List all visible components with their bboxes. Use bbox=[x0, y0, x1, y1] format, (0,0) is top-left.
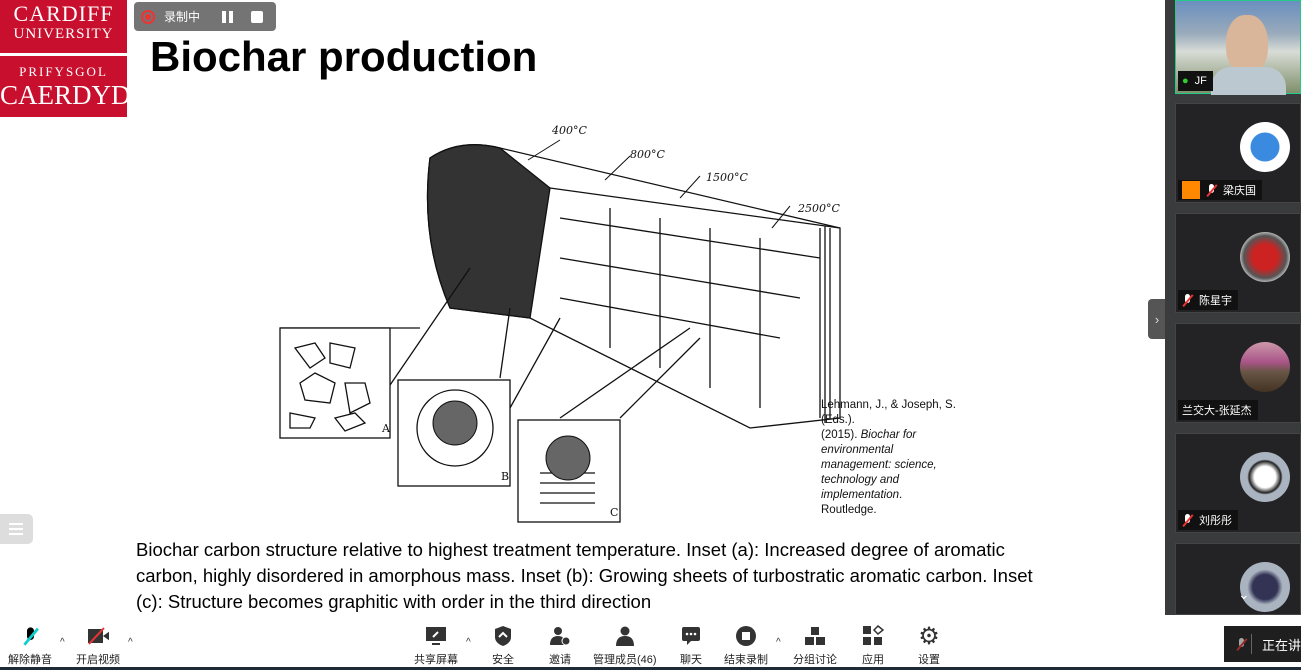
stop-recording-button[interactable] bbox=[251, 10, 264, 23]
participant-name: 兰交大-张延杰 bbox=[1182, 405, 1252, 417]
chat-button[interactable]: 聊天 bbox=[680, 625, 702, 667]
label-400c: 400°C bbox=[551, 124, 587, 137]
video-tile[interactable]: 兰交大-张延杰 bbox=[1175, 323, 1301, 423]
shield-icon bbox=[492, 625, 514, 647]
figure-caption: Biochar carbon structure relative to hig… bbox=[136, 539, 1033, 612]
breakout-button[interactable]: 分组讨论 bbox=[793, 625, 837, 667]
logo-text: CAERDYDD bbox=[0, 80, 151, 110]
security-button[interactable]: 安全 bbox=[492, 625, 514, 667]
host-icon bbox=[1182, 181, 1200, 199]
citation: Lehmann, J., & Joseph, S. (Eds.). (2015)… bbox=[821, 399, 956, 516]
meeting-toolbar: 解除静音 ^ 开启视频 ^ 共享屏幕 ^ 安全 邀请 管理成员(46) 聊天 结… bbox=[0, 615, 1301, 667]
shared-slide: CARDIFF UNIVERSITY PRIFYSGOL CAERDYDD 录制… bbox=[0, 0, 1033, 612]
mic-muted-icon bbox=[1182, 513, 1193, 527]
breakout-icon bbox=[804, 625, 826, 647]
avatar bbox=[1240, 342, 1290, 392]
prifysgol-logo: PRIFYSGOL CAERDYDD bbox=[0, 56, 151, 117]
list-toggle-button[interactable] bbox=[0, 514, 33, 544]
label-2500c: 2500°C bbox=[797, 202, 840, 215]
start-video-label: 开启视频 bbox=[76, 654, 120, 666]
participant-name: 梁庆国 bbox=[1223, 185, 1256, 197]
unmute-button[interactable]: 解除静音 bbox=[8, 625, 52, 667]
end-recording-button[interactable]: 结束录制 bbox=[724, 625, 768, 667]
share-screen-icon bbox=[425, 625, 447, 647]
participant-name-tag: 刘彤彤 bbox=[1178, 510, 1238, 530]
video-tile[interactable]: 陈星宇 bbox=[1175, 213, 1301, 313]
mic-muted-icon bbox=[19, 625, 41, 647]
avatar bbox=[1240, 122, 1290, 172]
gear-icon: ⚙ bbox=[918, 622, 940, 650]
speaking-label: 正在讲 bbox=[1261, 637, 1301, 653]
video-tile[interactable]: 刘彤彤 bbox=[1175, 433, 1301, 533]
participant-name-tag: 梁庆国 bbox=[1178, 180, 1262, 200]
citation-book: Biochar for environmental management: sc… bbox=[821, 429, 937, 501]
participant-name: 陈星宇 bbox=[1199, 295, 1232, 307]
video-tile[interactable]: ⌄ bbox=[1175, 543, 1301, 615]
citation-publisher: Routledge. bbox=[821, 504, 877, 516]
label-c: C bbox=[610, 506, 618, 519]
video-tile[interactable]: 梁庆国 bbox=[1175, 103, 1301, 203]
settings-label: 设置 bbox=[918, 654, 940, 666]
end-recording-label: 结束录制 bbox=[724, 654, 768, 666]
citation-year: (2015). bbox=[821, 429, 858, 441]
collapse-panel-button[interactable]: › bbox=[1148, 299, 1166, 339]
apps-label: 应用 bbox=[862, 654, 884, 666]
participant-name-tag: 兰交大-张延杰 bbox=[1178, 400, 1258, 420]
cardiff-logo: CARDIFF UNIVERSITY bbox=[0, 0, 127, 53]
share-screen-label: 共享屏幕 bbox=[414, 654, 458, 666]
start-video-button[interactable]: 开启视频 bbox=[76, 625, 120, 667]
security-label: 安全 bbox=[492, 654, 514, 666]
video-options-caret[interactable]: ^ bbox=[128, 637, 133, 648]
avatar bbox=[1240, 562, 1290, 612]
user-icon bbox=[614, 625, 636, 647]
biochar-structure-figure: 400°C 800°C 1500°C 2500°C A B C bbox=[279, 124, 841, 523]
chat-icon bbox=[680, 625, 702, 647]
manage-members-button[interactable]: 管理成员(46) bbox=[593, 625, 657, 667]
slide-title: Biochar production bbox=[150, 33, 538, 80]
participants-panel: ●JF 梁庆国 陈星宇 兰交大-张延杰 刘彤彤 ⌄ bbox=[1165, 0, 1301, 615]
participant-name: 刘彤彤 bbox=[1199, 515, 1232, 527]
share-options-caret[interactable]: ^ bbox=[466, 637, 471, 648]
invite-label: 邀请 bbox=[549, 654, 571, 666]
label-b: B bbox=[501, 470, 509, 483]
chat-label: 聊天 bbox=[680, 654, 702, 666]
logo-text: PRIFYSGOL bbox=[19, 64, 108, 79]
breakout-label: 分组讨论 bbox=[793, 654, 837, 666]
label-800c: 800°C bbox=[630, 148, 665, 161]
apps-button[interactable]: 应用 bbox=[862, 625, 884, 667]
participant-name-tag: ●JF bbox=[1178, 71, 1213, 91]
logo-text: UNIVERSITY bbox=[13, 26, 114, 42]
mic-muted-icon bbox=[1182, 293, 1193, 307]
recording-bar: 录制中 bbox=[134, 2, 276, 31]
label-1500c: 1500°C bbox=[706, 171, 748, 184]
stop-record-icon bbox=[735, 625, 757, 647]
add-user-icon bbox=[549, 625, 571, 647]
label-a: A bbox=[381, 422, 391, 435]
participant-video bbox=[1226, 15, 1268, 75]
record-icon bbox=[141, 9, 155, 24]
avatar bbox=[1240, 452, 1290, 502]
record-options-caret[interactable]: ^ bbox=[776, 637, 781, 648]
settings-button[interactable]: ⚙ 设置 bbox=[918, 622, 940, 667]
participant-name: JF bbox=[1194, 75, 1207, 87]
speaking-indicator: 正在讲 bbox=[1224, 626, 1301, 662]
pause-recording-button[interactable] bbox=[222, 10, 234, 23]
logo-text: CARDIFF bbox=[13, 1, 114, 26]
citation-authors: Lehmann, J., & Joseph, S. (Eds.). bbox=[821, 399, 956, 426]
mic-muted-icon bbox=[1206, 183, 1217, 197]
apps-icon bbox=[862, 625, 884, 647]
share-screen-button[interactable]: 共享屏幕 bbox=[414, 625, 458, 667]
video-off-icon bbox=[87, 625, 109, 647]
manage-members-label: 管理成员(46) bbox=[593, 654, 657, 666]
audio-options-caret[interactable]: ^ bbox=[60, 637, 65, 648]
mic-muted-icon bbox=[1236, 637, 1245, 651]
scroll-down-icon[interactable]: ⌄ bbox=[1238, 586, 1250, 602]
unmute-label: 解除静音 bbox=[8, 654, 52, 666]
avatar bbox=[1240, 232, 1290, 282]
video-tile[interactable]: ●JF bbox=[1175, 0, 1301, 95]
invite-button[interactable]: 邀请 bbox=[549, 625, 571, 667]
participant-name-tag: 陈星宇 bbox=[1178, 290, 1238, 310]
recording-label: 录制中 bbox=[164, 10, 201, 24]
